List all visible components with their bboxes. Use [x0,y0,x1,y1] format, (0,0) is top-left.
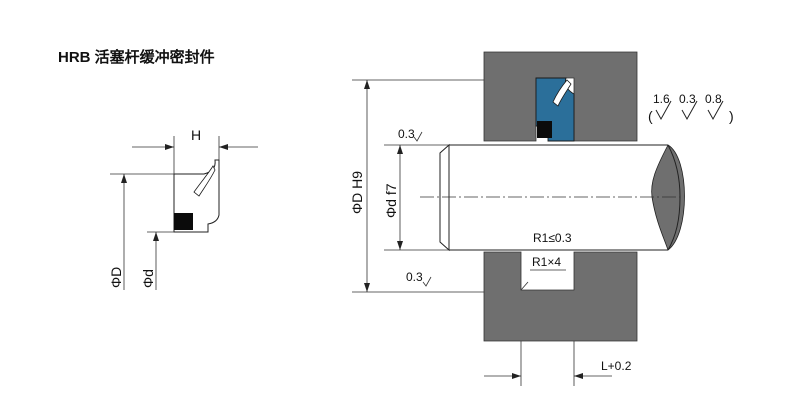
dim-h-label: H [191,127,201,143]
groove-length-label: L+0.2 [601,359,632,373]
roughness-value-3: 0.8 [705,92,722,106]
chamfer-top-label: 0.3 [398,127,415,141]
dim-inner-diameter-label: Φd [140,269,156,288]
roughness-value-2: 0.3 [679,92,696,106]
rod-break-section [651,144,685,251]
surface-roughness-callout: ( 1.6 0.3 0.8 ) [648,92,734,124]
left-seal-lip [193,165,216,197]
roughness-open-paren: ( [648,108,653,124]
roughness-close-paren: ) [729,108,734,124]
groove-radius-label: R1×4 [532,255,561,269]
roughness-value-1: 1.6 [653,92,670,106]
dim-rod-label: Φd f7 [383,183,399,218]
drawing-title: HRB 活塞杆缓冲密封件 [58,48,215,66]
rod-radius-label: R1≤0.3 [533,231,572,245]
right-assembly-view: ΦD H9 Φd f7 0.3 0.3 R1≤0.3 R1×4 L+0.2 ( … [349,51,734,386]
dim-bore-label: ΦD H9 [349,171,365,214]
left-seal-view: H ΦD Φd [108,127,258,290]
lower-housing [483,251,638,342]
installed-backup-ring [537,121,552,138]
left-backup-ring [174,213,193,230]
dim-outer-diameter-label: ΦD [108,267,124,288]
installed-seal-lip [552,79,572,107]
upper-housing [483,51,638,142]
chamfer-bottom-label: 0.3 [406,270,423,284]
